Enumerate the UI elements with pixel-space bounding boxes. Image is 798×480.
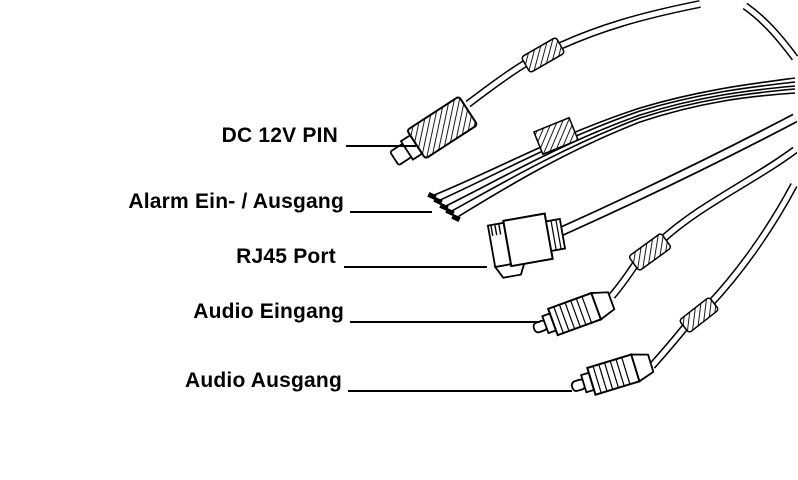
- rj45-plug: [486, 113, 798, 279]
- audio-out-ferrite: [679, 297, 719, 333]
- alarm-wire-ribbon: [427, 77, 796, 222]
- audio-in-ferrite: [628, 233, 672, 271]
- leader-line-audio-out: [348, 390, 572, 392]
- cable-bundle: [742, 2, 798, 61]
- alarm-wire-tips: [427, 192, 461, 222]
- rca-audio-out-plug: [570, 183, 798, 396]
- label-rj45-port: RJ45 Port: [236, 245, 336, 268]
- label-alarm-io: Alarm Ein- / Ausgang: [128, 190, 344, 213]
- dc-cable-ferrite: [521, 37, 565, 73]
- label-dc-12v-pin: DC 12V PIN: [221, 124, 338, 147]
- leader-line-dc-12v-pin: [346, 145, 416, 147]
- leader-line-audio-in: [350, 321, 540, 323]
- alarm-ribbon-block: [532, 116, 580, 156]
- rca-audio-in-plug: [532, 146, 798, 337]
- leader-line-rj45-port: [344, 266, 487, 268]
- label-audio-in: Audio Eingang: [193, 300, 344, 323]
- leader-line-alarm-io: [350, 211, 432, 213]
- label-audio-out: Audio Ausgang: [185, 369, 342, 392]
- dc-power-plug: [389, 0, 701, 166]
